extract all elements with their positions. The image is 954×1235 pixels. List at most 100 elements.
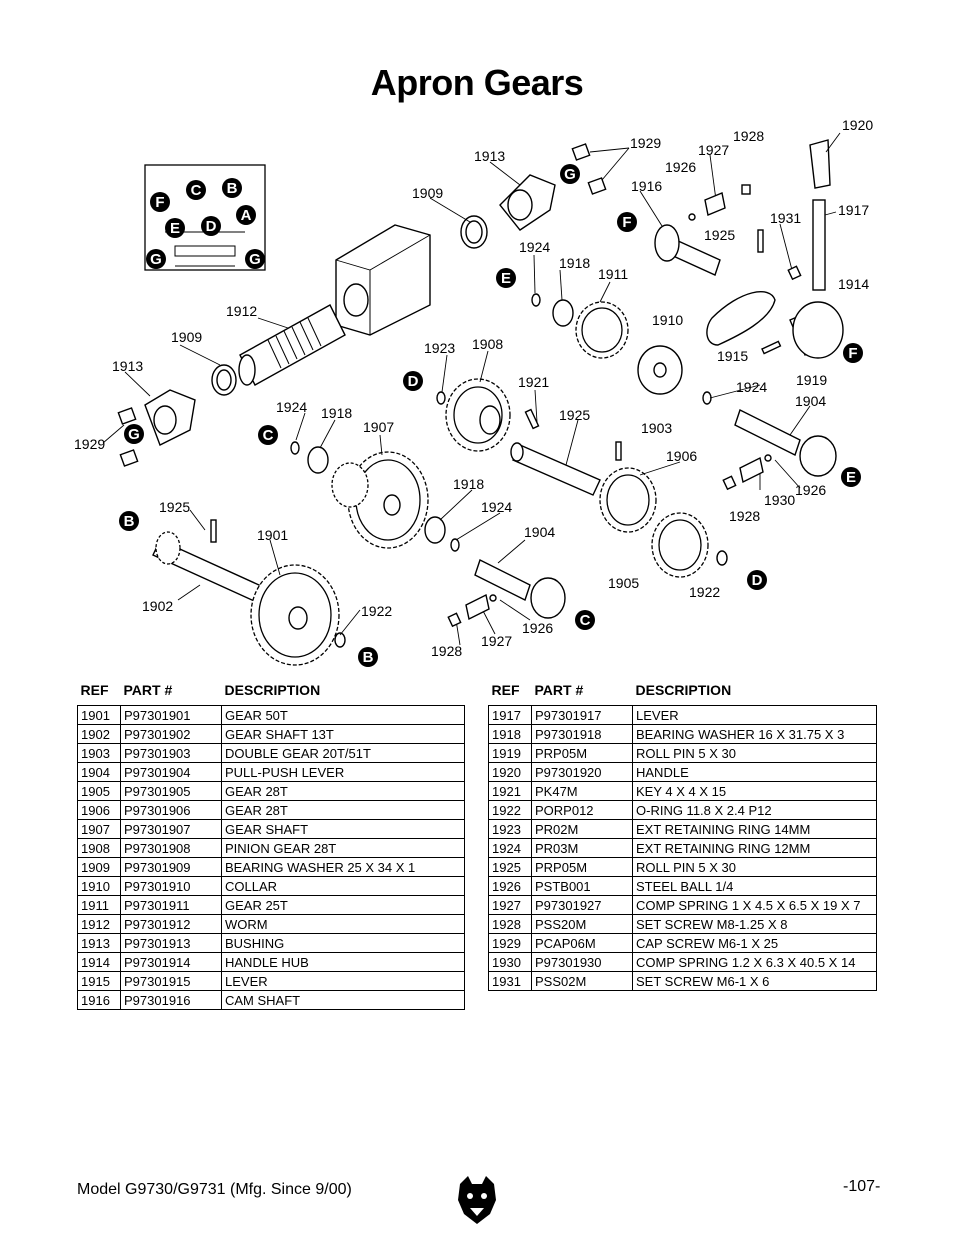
part-callout: 1903 <box>641 420 672 436</box>
desc-cell: COMP SPRING 1.2 X 6.3 X 40.5 X 14 <box>632 952 877 972</box>
desc-cell: HANDLE <box>632 762 877 782</box>
desc-cell: LEVER <box>632 705 877 725</box>
desc-cell: EXT RETAINING RING 14MM <box>632 819 877 839</box>
connector-badge <box>843 343 863 363</box>
part-callout: 1923 <box>424 340 455 356</box>
desc-cell: SET SCREW M6-1 X 6 <box>632 971 877 991</box>
desc-cell: GEAR 28T <box>221 800 465 820</box>
ref-cell: 1905 <box>77 781 121 801</box>
connector-badge <box>575 610 595 630</box>
connector-badge <box>222 178 242 198</box>
part-callout: 1902 <box>142 598 173 614</box>
desc-cell: GEAR 25T <box>221 895 465 915</box>
part-cell: P97301909 <box>120 857 222 877</box>
part-callout: 1925 <box>704 227 735 243</box>
ref-cell: 1931 <box>488 971 532 991</box>
desc-cell: BUSHING <box>221 933 465 953</box>
desc-cell: GEAR SHAFT 13T <box>221 724 465 744</box>
page-number: -107- <box>843 1178 881 1195</box>
ref-cell: 1903 <box>77 743 121 763</box>
connector-letter: G <box>150 251 162 268</box>
connector-letter: A <box>241 207 252 224</box>
part-callout: 1921 <box>518 374 549 390</box>
part-cell: PRP05M <box>531 857 633 877</box>
part-callout: 1928 <box>729 508 760 524</box>
part-callout: 1925 <box>559 407 590 423</box>
part-callout: 1922 <box>689 584 720 600</box>
lever-1917 <box>812 199 826 291</box>
page-title: Apron Gears <box>370 62 584 103</box>
connector-badge <box>258 425 278 445</box>
connector-badge <box>747 570 767 590</box>
part-callout: 1918 <box>559 255 590 271</box>
connector-letter: G <box>249 251 261 268</box>
ref-cell: 1921 <box>488 781 532 801</box>
part-callout: 1926 <box>522 620 553 636</box>
connector-badge <box>119 511 139 531</box>
part-callout: 1908 <box>472 336 503 352</box>
part-callout: 1930 <box>764 492 795 508</box>
col-part: PART # <box>534 682 584 698</box>
connector-letter: D <box>408 373 419 390</box>
connector-letter: B <box>124 513 135 530</box>
connector-letter: B <box>363 649 374 666</box>
desc-cell: STEEL BALL 1/4 <box>632 876 877 896</box>
desc-cell: COMP SPRING 1 X 4.5 X 6.5 X 19 X 7 <box>632 895 877 915</box>
connector-badge <box>496 268 516 288</box>
apron-housing <box>335 224 431 336</box>
part-cell: P97301901 <box>120 705 222 725</box>
ref-cell: 1911 <box>77 895 121 915</box>
part-callout: 1906 <box>666 448 697 464</box>
col-desc: DESCRIPTION <box>224 682 321 698</box>
part-cell: P97301918 <box>531 724 633 744</box>
part-callout: 1915 <box>717 348 748 364</box>
ref-cell: 1904 <box>77 762 121 782</box>
part-callout: 1912 <box>226 303 257 319</box>
ref-cell: 1902 <box>77 724 121 744</box>
part-callout: 1918 <box>321 405 352 421</box>
desc-cell: KEY 4 X 4 X 15 <box>632 781 877 801</box>
bushing-1913-top <box>499 174 556 231</box>
worm-1912 <box>238 304 346 386</box>
ref-cell: 1915 <box>77 971 121 991</box>
connector-badge <box>841 467 861 487</box>
part-callout: 1927 <box>698 142 729 158</box>
connector-letter: G <box>128 426 140 443</box>
desc-cell: GEAR SHAFT <box>221 819 465 839</box>
part-cell: PRP05M <box>531 743 633 763</box>
part-callout: 1909 <box>171 329 202 345</box>
ref-cell: 1925 <box>488 857 532 877</box>
part-callout: 1909 <box>412 185 443 201</box>
connector-letter: E <box>846 469 856 486</box>
connector-badge <box>165 218 185 238</box>
part-cell: PSTB001 <box>531 876 633 896</box>
part-cell: P97301914 <box>120 952 222 972</box>
connector-letter: C <box>263 427 274 444</box>
connector-badge <box>617 212 637 232</box>
part-cell: P97301920 <box>531 762 633 782</box>
connector-letter: G <box>564 166 576 183</box>
connector-letter: E <box>501 270 511 287</box>
part-callout: 1929 <box>630 135 661 151</box>
pull-push-lever-1904-right <box>734 409 837 477</box>
ref-cell: 1920 <box>488 762 532 782</box>
desc-cell: GEAR 50T <box>221 705 465 725</box>
desc-cell: BEARING WASHER 16 X 31.75 X 3 <box>632 724 877 744</box>
exploded-parts-diagram: 1920192919281927192619131916191719091931… <box>74 117 873 667</box>
desc-cell: DOUBLE GEAR 20T/51T <box>221 743 465 763</box>
part-cell: P97301910 <box>120 876 222 896</box>
desc-cell: GEAR 28T <box>221 781 465 801</box>
connector-badge <box>403 371 423 391</box>
part-callout: 1924 <box>736 379 767 395</box>
footer-model: Model G9730/G9731 (Mfg. Since 9/00) <box>77 1181 352 1198</box>
